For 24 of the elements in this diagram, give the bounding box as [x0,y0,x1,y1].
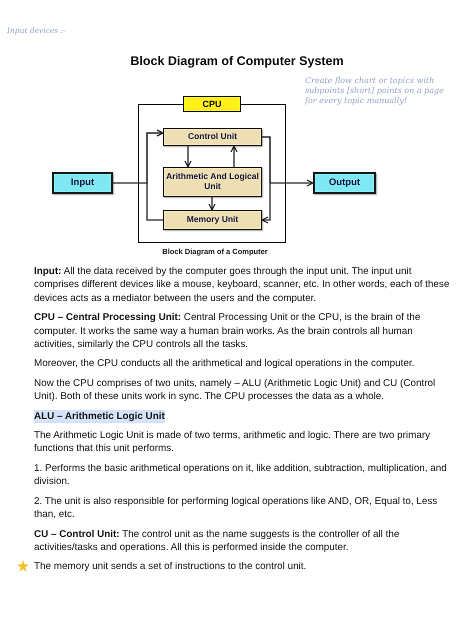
paragraph: Moreover, the CPU conducts all the arithmetical and logical operations in the computer. [34,357,416,371]
paragraph: CU – Control Unit: The control unit as the name suggests is the controller of all the activities/tasks and operations. All this is performed inside the computer. [34,528,400,554]
io-box: Output [313,172,376,194]
arrow [184,146,192,168]
unit-box: Memory Unit [163,210,262,230]
unit-box: Control Unit [163,128,262,146]
paragraph: The Arithmetic Logic Unit is made of two terms, arithmetic and logic. There are two primary functions that this unit performs. [34,429,432,456]
arrow [230,145,238,167]
paragraph: CPU – Central Processing Unit: Central Processing Unit or the CPU, is the brain of the computer. It works the same way a human brain works. As the brain controls all human activities, similarly the CPU controls all the tasks. [34,311,422,352]
diagram-title: Block Diagram of Computer System [129,54,345,68]
io-box: Input [52,172,113,194]
arrow [208,197,216,211]
arrow [146,129,164,221]
paragraph: Input: All the data received by the computer goes through the input unit. The input unit comprises different devices like a mouse, keyboard, scanner, etc. In other words, each of these devices acts as a mediator between the users and the computer. [34,265,450,306]
cpu-frame [138,96,286,243]
paragraph: 2. The unit is also responsible for performing logical operations like AND, OR, Equal to, Less than, etc. [34,494,438,522]
paragraph: 1. Performs the basic arithmetical operations on it, like addition, subtraction, multiplication, and division. [34,462,448,489]
handwritten-note: Create flow chart or topics with subpoints [short] points on a page for every topic manually! [305,76,445,106]
arrow [262,136,314,187]
cpu-label: CPU [183,96,241,112]
paragraph: The memory unit sends a set of instructions to the control unit. [34,560,456,574]
unit-box: Arithmetic And Logical Unit [163,167,262,197]
paragraph: Now the CPU comprises of two units, namely – ALU (Arithmetic Logic Unit) and CU (Control Unit). Both of these units work in sync. The CPU processes the data as a whole. [34,376,436,404]
section-heading: ALU – Arithmetic Logic Unit [34,410,165,424]
